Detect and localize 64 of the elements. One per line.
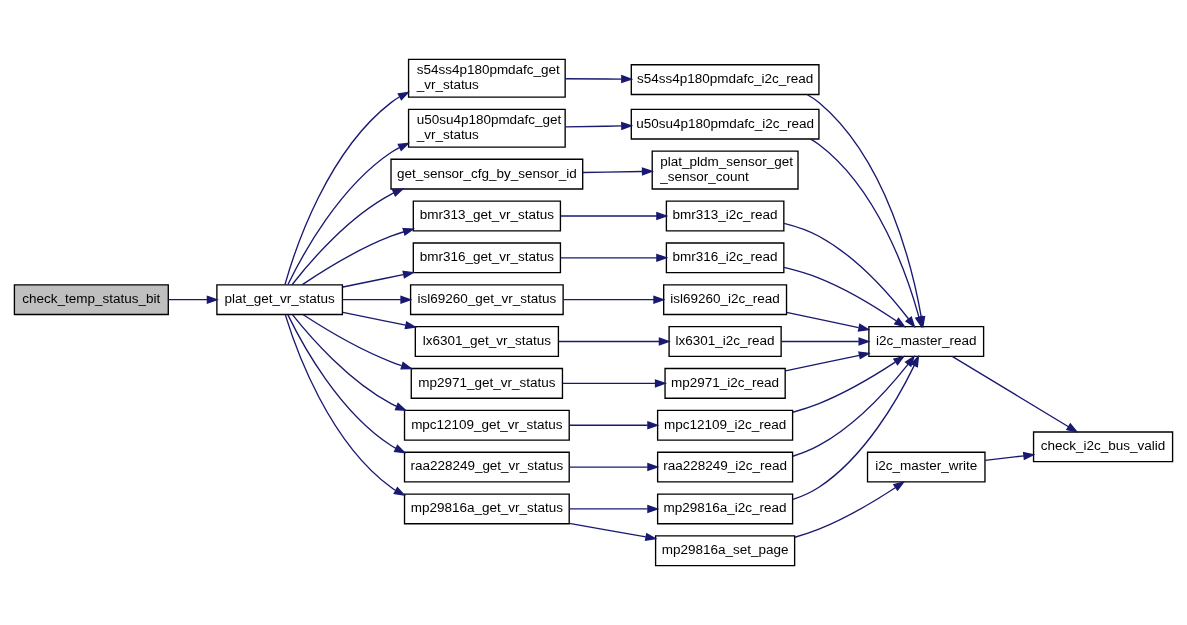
arrow [284, 91, 410, 286]
arrow [582, 167, 655, 176]
arrow [287, 142, 411, 286]
node-box: bmr313_i2c_read [665, 200, 785, 232]
arrow [568, 462, 660, 472]
node-box: lx6301_get_vr_status [414, 326, 560, 358]
node-box: lx6301_i2c_read [668, 326, 782, 358]
arrow [792, 354, 920, 501]
arrow [291, 188, 405, 286]
node-box: bmr316_get_vr_status [412, 242, 562, 274]
arrow [951, 355, 1079, 433]
arrow [784, 351, 871, 372]
node-box: mpc12109_get_vr_status [403, 409, 570, 441]
node-box: mp29816a_get_vr_status [403, 493, 570, 525]
node-box: s54ss4p180pmdafc_i2c_read [630, 64, 820, 96]
arrow [785, 311, 871, 332]
arrow [984, 451, 1036, 462]
node-box: bmr316_i2c_read [665, 242, 785, 274]
arrow [809, 138, 923, 329]
node-box: isl69260_i2c_read [663, 284, 788, 316]
arrow [560, 253, 669, 263]
arrow [342, 295, 413, 304]
node-box: mp29816a_set_page [654, 535, 796, 567]
arrow [301, 227, 416, 286]
arrow [568, 522, 658, 542]
arrow [792, 355, 906, 413]
node-box: plat_get_vr_status [216, 284, 344, 316]
node-box: isl69260_get_vr_status [409, 284, 564, 316]
node-box: i2c_master_read [868, 326, 985, 358]
node-box: i2c_master_write [866, 451, 986, 483]
arrow [560, 211, 669, 221]
node-box: check_i2c_bus_valid [1032, 431, 1174, 463]
arrow [302, 314, 414, 370]
node-box: check_temp_status_bit [13, 284, 169, 316]
arrow [568, 504, 660, 514]
arrow [287, 314, 407, 454]
arrow [783, 266, 907, 328]
node-box: bmr313_get_vr_status [412, 200, 562, 232]
arrow [564, 74, 634, 84]
node-box: raa228249_i2c_read [656, 451, 794, 483]
arrow [558, 337, 671, 346]
node-box: mp29816a_i2c_read [656, 493, 794, 525]
node-box: get_sensor_cfg_by_sensor_id [390, 158, 584, 190]
arrow [291, 314, 408, 411]
arrow [564, 121, 634, 131]
arrow [792, 354, 916, 457]
node-box: u50su4p180pmdafc_get _vr_status [407, 108, 566, 148]
arrow [168, 295, 219, 304]
arrow [284, 313, 406, 497]
arrow [568, 420, 660, 430]
node-box: mp2971_i2c_read [664, 367, 786, 399]
arrow [562, 379, 668, 388]
arrow [780, 337, 871, 346]
node-box: mp2971_get_vr_status [410, 367, 564, 399]
node-box: u50su4p180pmdafc_i2c_read [630, 108, 820, 140]
arrow [562, 295, 666, 304]
node-box: s54ss4p180pmdafc_get _vr_status [407, 58, 566, 98]
node-box: plat_pldm_sensor_get _sensor_count [651, 150, 799, 190]
node-box: raa228249_get_vr_status [403, 451, 570, 483]
arrow [794, 481, 906, 538]
node-box: mpc12109_i2c_read [656, 409, 794, 441]
arrow [342, 311, 418, 330]
arrow [783, 222, 916, 329]
arrow [342, 270, 416, 288]
